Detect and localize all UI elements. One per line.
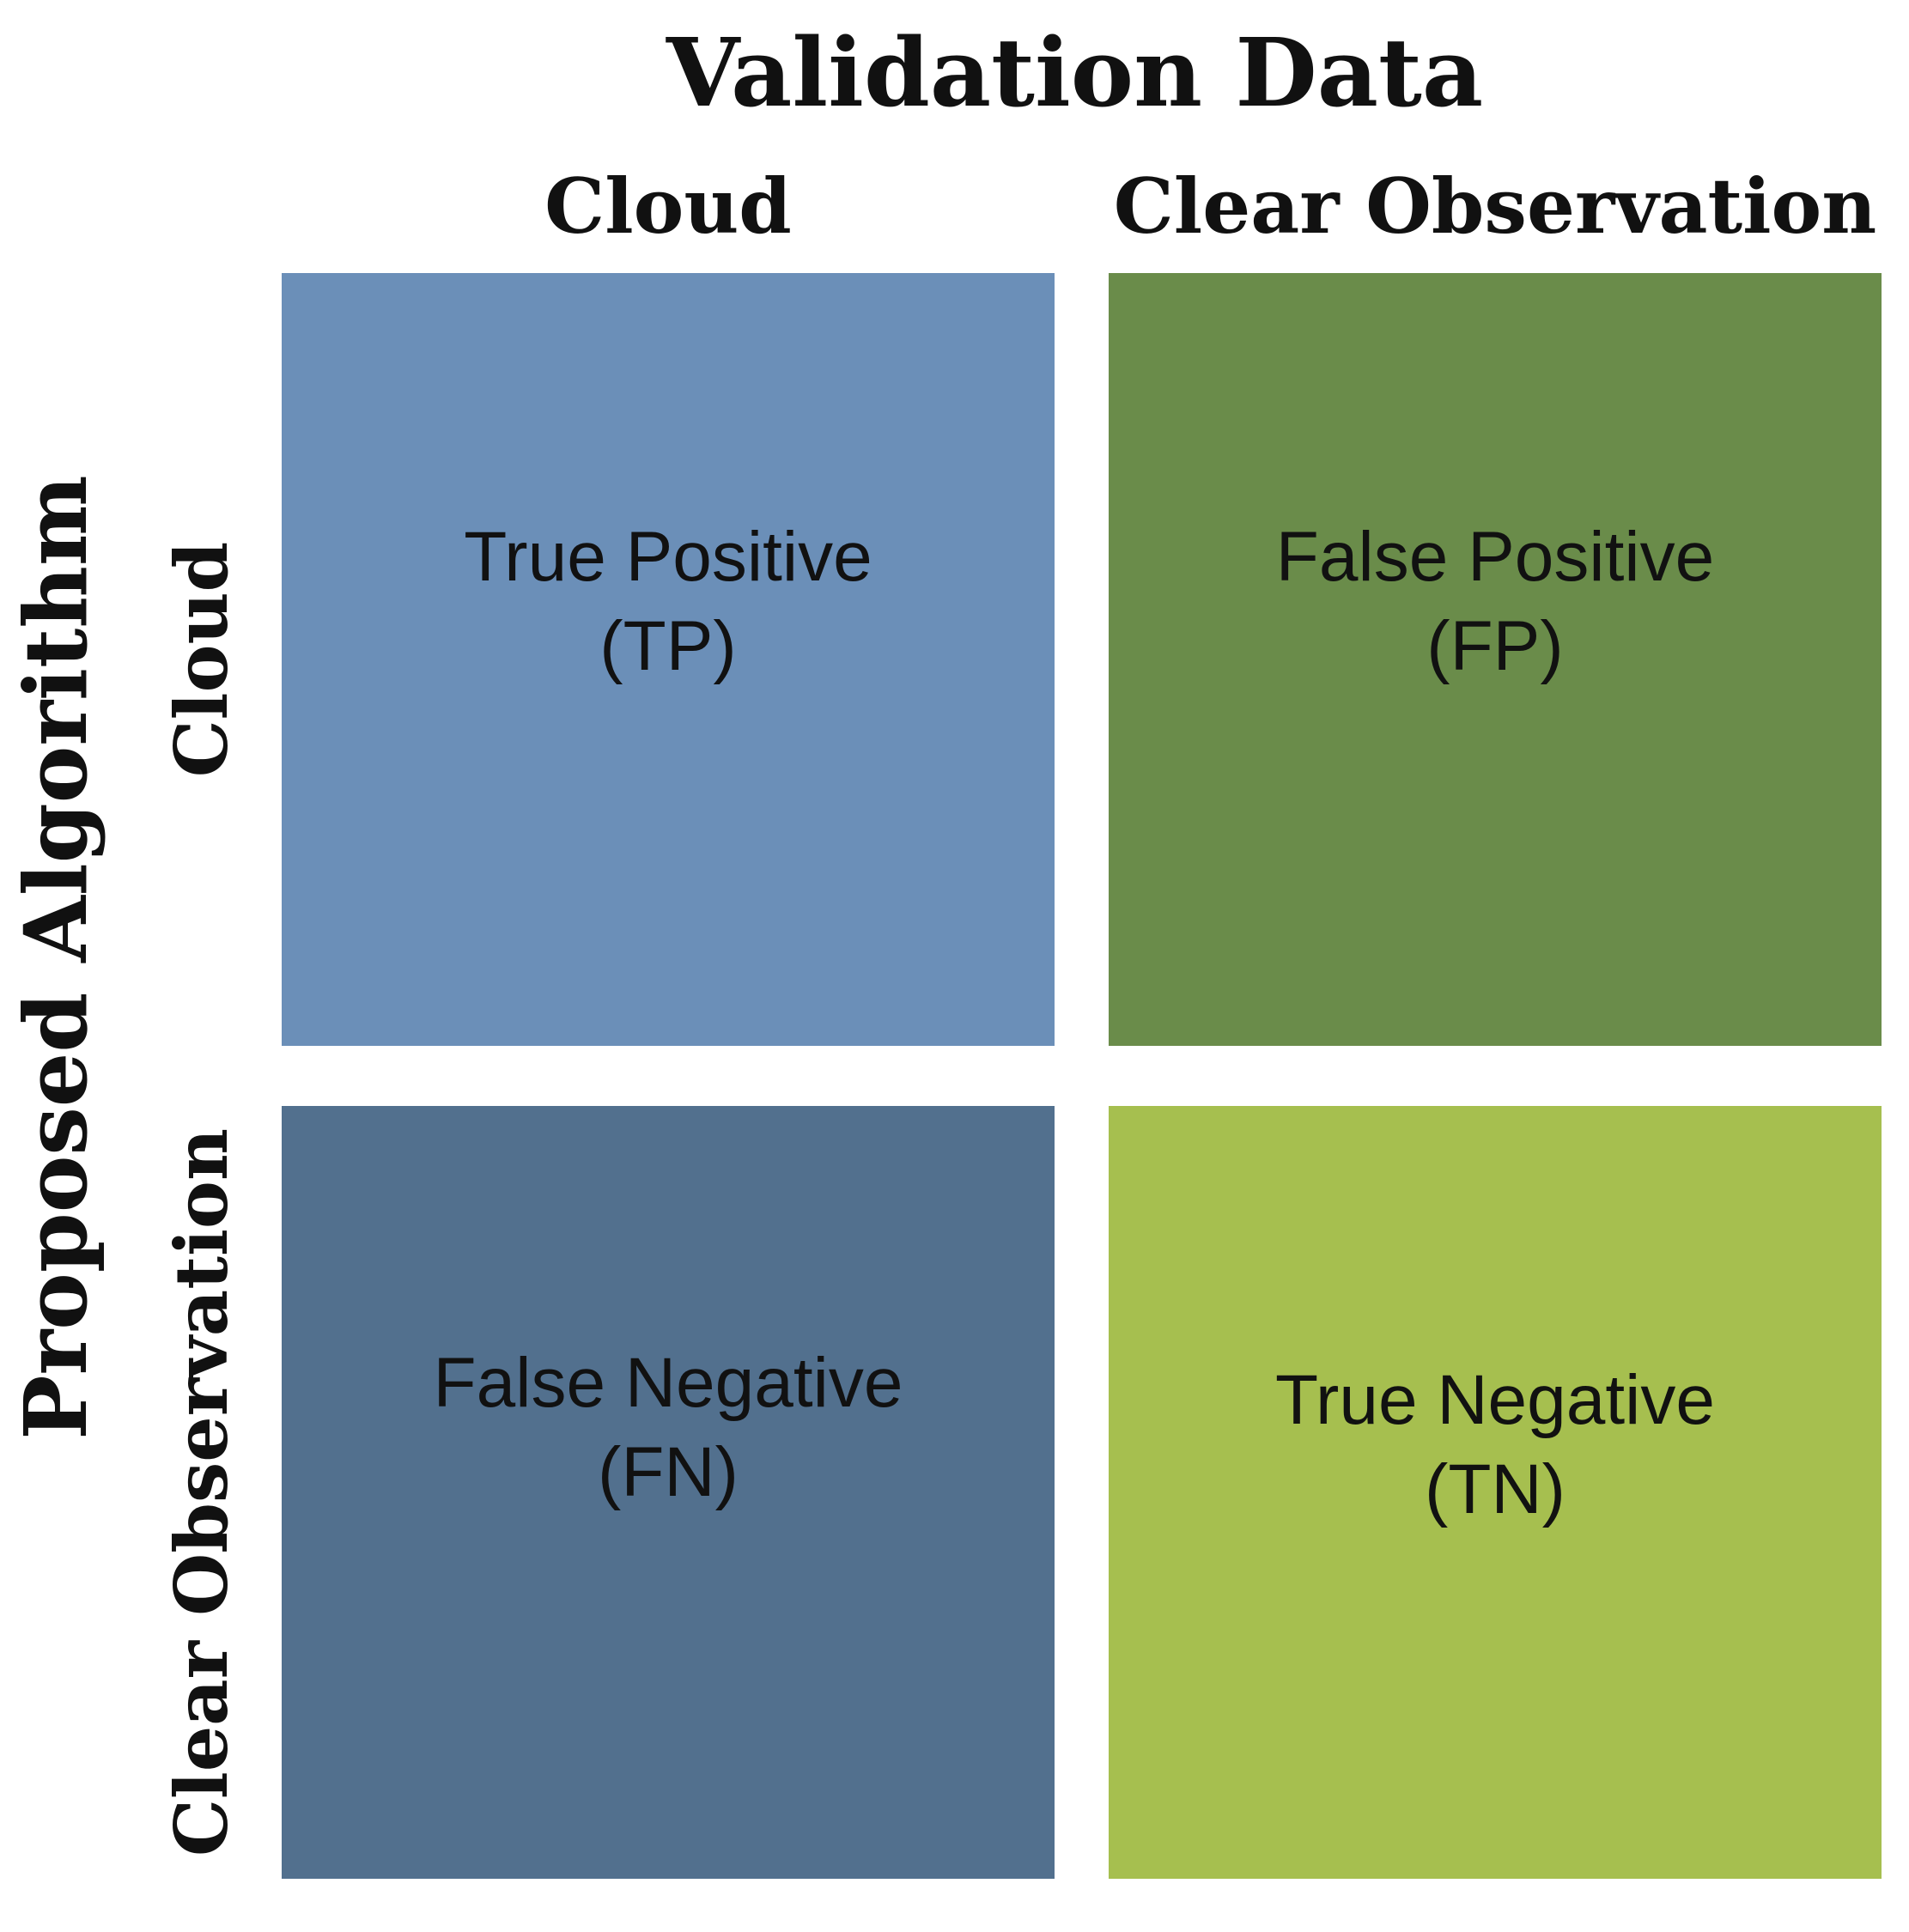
row-header-cloud: Cloud: [159, 541, 244, 778]
cell-true-negative-text: True Negative (TN): [1275, 1356, 1715, 1534]
cell-false-negative-label: False Negative: [433, 1344, 903, 1422]
row-axis-title: Proposed Algorithm: [5, 475, 106, 1440]
column-header-clear-observation: Clear Observation: [1113, 161, 1877, 251]
row-header-clear-observation: Clear Observation: [159, 1127, 244, 1857]
cell-true-positive-label: True Positive: [464, 517, 872, 596]
cell-false-negative: False Negative (FN): [282, 1106, 1055, 1879]
cell-false-positive-label: False Positive: [1275, 517, 1715, 596]
cell-true-negative-label: True Negative: [1275, 1361, 1715, 1439]
cell-false-negative-abbr: (FN): [598, 1433, 739, 1511]
cell-false-positive-abbr: (FP): [1426, 606, 1564, 685]
cell-false-positive: False Positive (FP): [1109, 273, 1882, 1046]
cell-true-negative-abbr: (TN): [1425, 1450, 1566, 1528]
cell-true-negative: True Negative (TN): [1109, 1106, 1882, 1879]
cell-true-positive: True Positive (TP): [282, 273, 1055, 1046]
cell-false-positive-text: False Positive (FP): [1276, 513, 1714, 691]
cell-true-positive-abbr: (TP): [599, 606, 737, 685]
diagram-title: Validation Data: [666, 17, 1484, 128]
cell-false-negative-text: False Negative (FN): [434, 1339, 903, 1517]
column-header-cloud: Cloud: [544, 161, 792, 251]
cell-true-positive-text: True Positive (TP): [464, 513, 872, 691]
